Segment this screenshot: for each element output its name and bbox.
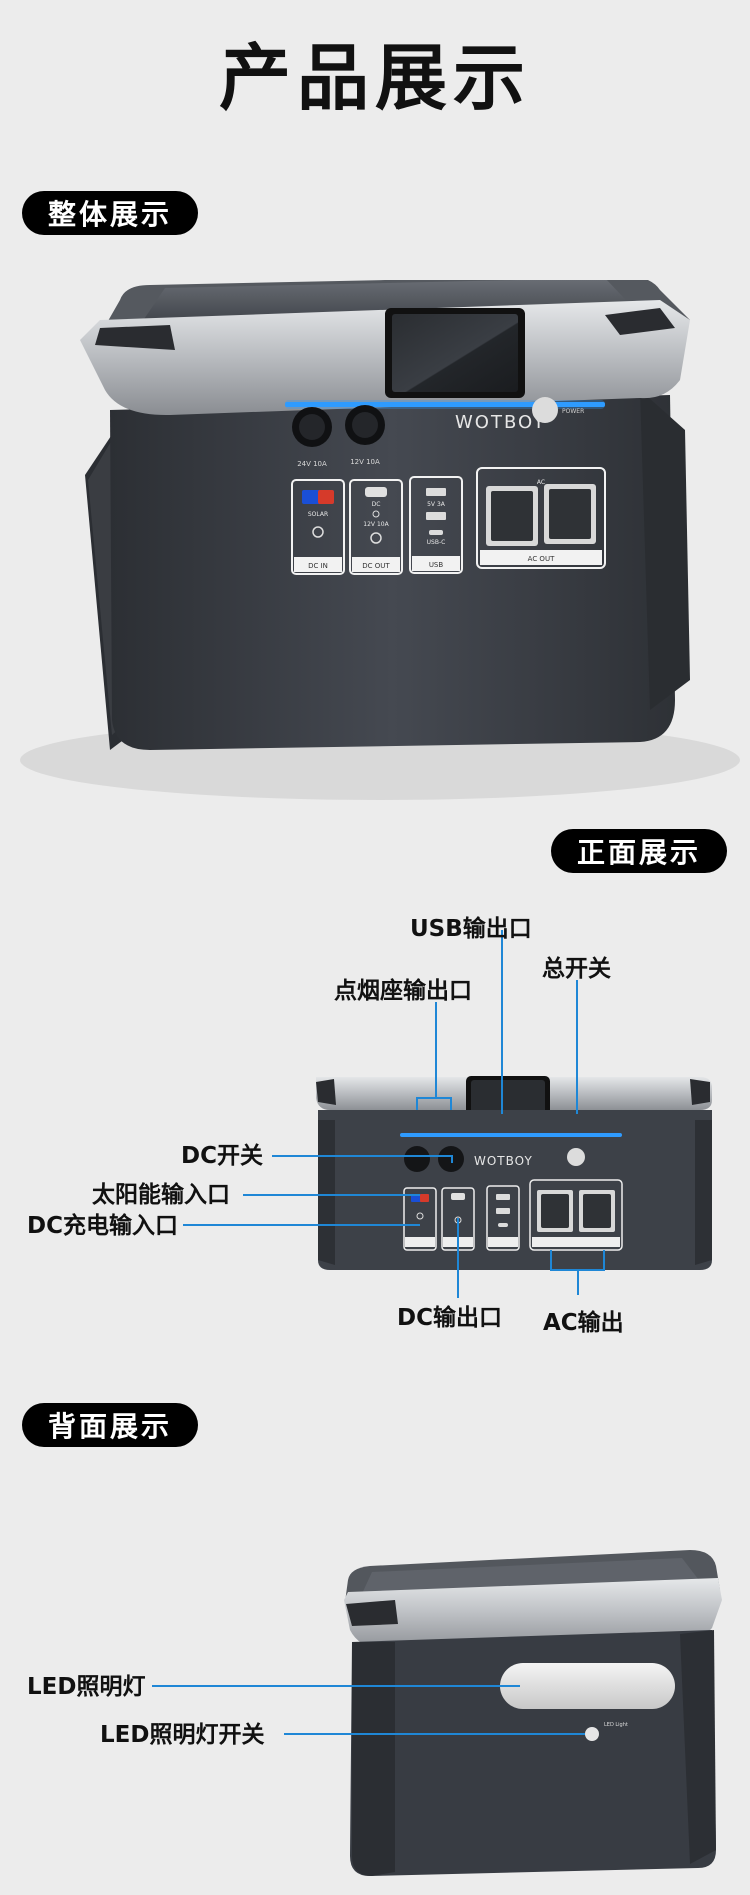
dc-in-panel — [291, 479, 345, 575]
callout-dc-output: DC输出口 — [397, 1305, 502, 1331]
section-label-front: 正面展示 — [551, 829, 727, 873]
callout-solar-input: 太阳能输入口 — [92, 1182, 230, 1208]
dc-out-panel — [349, 479, 403, 575]
blue-light-strip — [400, 1133, 622, 1137]
dc-in-panel — [403, 1187, 437, 1251]
usb-panel — [409, 476, 463, 574]
cigarette-socket-1 — [404, 1146, 430, 1172]
front-callout-lines — [183, 930, 605, 1298]
ac-out-panel — [529, 1179, 623, 1251]
silver-handle — [344, 1578, 722, 1650]
svg-text:DC IN: DC IN — [308, 562, 328, 570]
brand-logo: WOTBOY — [474, 1154, 533, 1168]
power-button — [532, 397, 558, 423]
callout-usb-output: USB输出口 — [410, 916, 532, 942]
svg-text:SOLAR: SOLAR — [308, 511, 328, 518]
device-body — [110, 395, 675, 750]
svg-text:LED Light: LED Light — [604, 1722, 628, 1728]
svg-text:AC: AC — [537, 479, 545, 486]
section-label-overall: 整体展示 — [22, 191, 198, 235]
svg-text:POWER: POWER — [562, 408, 584, 415]
usb-panel — [486, 1185, 520, 1251]
callout-led-switch: LED照明灯开关 — [100, 1722, 265, 1748]
svg-text:AC OUT: AC OUT — [528, 555, 555, 563]
led-switch-button — [585, 1727, 599, 1741]
section-label-back: 背面展示 — [22, 1403, 198, 1447]
page-title: 产品展示 — [218, 36, 531, 120]
callout-cigarette-output: 点烟座输出口 — [334, 978, 472, 1004]
product-overall-image: 24V 10A 12V 10A WOTBOY POWER SOLAR DC IN… — [20, 280, 740, 800]
callout-led-light: LED照明灯 — [27, 1674, 146, 1700]
callout-main-switch: 总开关 — [542, 956, 611, 982]
svg-text:24V 10A: 24V 10A — [297, 460, 327, 468]
power-button — [567, 1148, 585, 1166]
product-front-image: WOTBOY — [316, 1076, 712, 1270]
svg-text:12V 10A: 12V 10A — [363, 521, 389, 528]
brand-logo: WOTBOY — [455, 412, 546, 433]
led-light-panel — [500, 1663, 675, 1709]
svg-text:DC OUT: DC OUT — [362, 562, 390, 570]
svg-text:12V 10A: 12V 10A — [350, 458, 380, 466]
svg-text:5V 3A: 5V 3A — [427, 501, 446, 508]
product-back-image: LED Light — [152, 1550, 722, 1876]
svg-text:USB: USB — [429, 561, 444, 569]
svg-text:USB-C: USB-C — [427, 539, 446, 546]
side-vent-panel — [352, 1642, 395, 1876]
callout-ac-output: AC输出 — [543, 1310, 624, 1336]
svg-text:DC: DC — [372, 501, 381, 508]
callout-dc-charge-input: DC充电输入口 — [27, 1213, 178, 1239]
ac-out-panel — [476, 467, 606, 569]
callout-dc-switch: DC开关 — [181, 1143, 263, 1169]
